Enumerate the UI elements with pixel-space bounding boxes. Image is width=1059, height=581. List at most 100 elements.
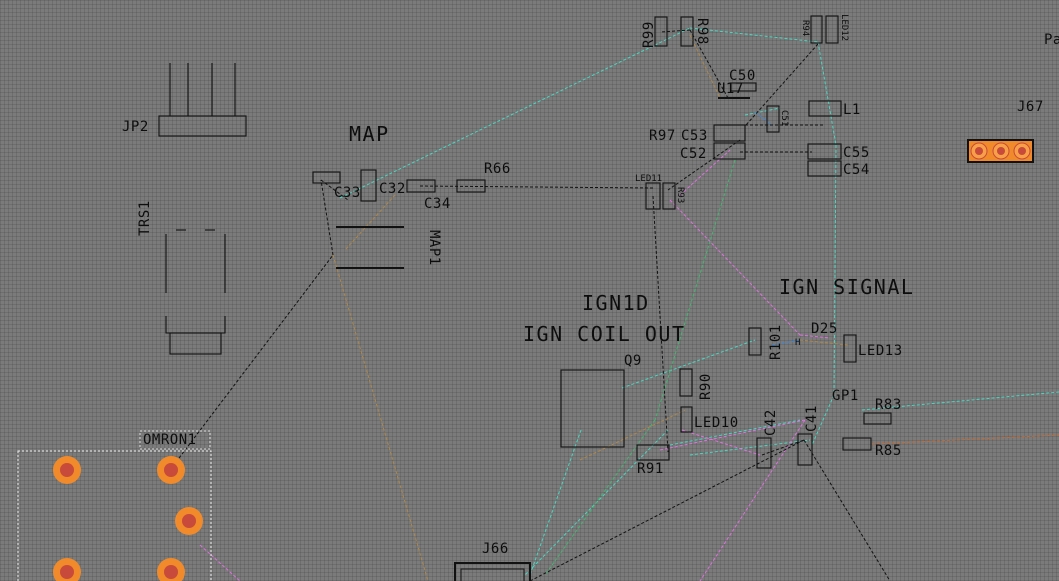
c52-label: C52 (680, 146, 707, 162)
r98-pad[interactable] (680, 16, 694, 47)
omron1-outline[interactable] (17, 450, 212, 581)
r101-label: R101 (768, 324, 784, 360)
r91-pad[interactable] (636, 444, 670, 461)
ratsnest-line (745, 43, 819, 126)
c50-pad[interactable] (730, 82, 757, 92)
ratsnest-line (660, 29, 691, 33)
led12-label: LED12 (839, 14, 849, 41)
j66-label: J66 (482, 541, 509, 557)
r85-label: R85 (875, 443, 902, 459)
led12-pad[interactable] (825, 15, 839, 44)
led11-pad[interactable] (645, 182, 661, 210)
c54-pad[interactable] (807, 160, 842, 177)
r97-label: R97 (649, 128, 676, 144)
c41-label: C41 (804, 405, 820, 432)
ratsnest-line (817, 41, 837, 146)
c32-label: C32 (379, 181, 406, 197)
d25-marker: H (795, 338, 800, 348)
omron1-pads[interactable] (53, 456, 203, 581)
ratsnest-line (669, 419, 801, 446)
r94-label: R94 (800, 20, 810, 36)
ratsnest-line (689, 29, 729, 99)
c54-label: C54 (843, 162, 870, 178)
omron1-label: OMRON1 (143, 432, 197, 448)
r90-pad[interactable] (679, 368, 693, 397)
u17-label: U17 (717, 81, 744, 97)
c55-pad[interactable] (807, 143, 842, 160)
ratsnest-line (175, 254, 334, 463)
c34-pad[interactable] (406, 179, 436, 193)
j67-label: J67 (1017, 99, 1044, 115)
ign-coil-out-title: IGN COIL OUT (523, 322, 686, 346)
ratsnest-line (871, 434, 1059, 445)
r99-pad[interactable] (654, 16, 668, 47)
c41-pad[interactable] (797, 433, 813, 466)
ratsnest-line (744, 107, 781, 116)
c33-pad[interactable] (312, 171, 341, 184)
led10-pad[interactable] (680, 406, 693, 433)
led13-pad[interactable] (843, 334, 857, 363)
ratsnest-line (419, 185, 654, 189)
r83-pad[interactable] (863, 412, 892, 425)
c50-label: C50 (729, 68, 756, 84)
ratsnest-line (199, 544, 241, 581)
r101-pad[interactable] (748, 327, 762, 356)
ratsnest-line (652, 195, 669, 453)
led10-label: LED10 (694, 415, 739, 431)
ratsnest-line (320, 179, 334, 256)
ratsnest-line (339, 27, 691, 199)
c51-pad[interactable] (766, 105, 780, 133)
r99-label: R99 (641, 21, 657, 48)
l1-pad[interactable] (808, 100, 842, 117)
c52-pad[interactable] (713, 142, 746, 160)
c34-label: C34 (424, 196, 451, 212)
c42-pad[interactable] (756, 437, 772, 469)
ratsnest-line (799, 339, 849, 346)
c53-pad[interactable] (713, 124, 746, 142)
ratsnest-line (332, 254, 429, 581)
d25-label: D25 (811, 321, 838, 337)
c55-label: C55 (843, 145, 870, 161)
jp2-footprint[interactable] (158, 63, 247, 137)
c42-label: C42 (763, 409, 779, 436)
r93-pad[interactable] (662, 182, 676, 210)
jp2-label: JP2 (122, 119, 149, 135)
q9-pad[interactable] (560, 369, 625, 448)
r94-pad[interactable] (810, 15, 823, 44)
ign1d-title: IGN1D (582, 291, 650, 315)
ratsnest-line (679, 149, 731, 196)
r98-label: R98 (694, 18, 710, 45)
ign-signal-title: IGN SIGNAL (779, 275, 914, 299)
ratsnest-line (689, 27, 819, 43)
l1-label: L1 (843, 102, 861, 118)
ratsnest-line (681, 429, 761, 456)
trs1-label: TRS1 (137, 200, 153, 236)
ratsnest-line (861, 391, 1059, 411)
ratsnest-line (699, 419, 806, 581)
ratsnest-line (811, 394, 835, 446)
r83-label: R83 (875, 397, 902, 413)
ratsnest-line (689, 34, 721, 99)
r85-pad[interactable] (842, 437, 872, 451)
q9-label: Q9 (624, 353, 642, 369)
r66-pad[interactable] (456, 179, 486, 193)
map1-footprint[interactable] (336, 226, 404, 269)
r66-label: R66 (484, 161, 511, 177)
ratsnest-line (669, 199, 801, 336)
led13-label: LED13 (858, 343, 903, 359)
ratsnest-line (621, 339, 756, 389)
trs1-footprint[interactable] (165, 229, 226, 355)
led11-label: LED11 (635, 174, 662, 184)
ratsnest-line (529, 429, 582, 576)
c32-pad[interactable] (360, 169, 377, 202)
j66-outline[interactable] (454, 562, 531, 581)
ratsnest-line (833, 144, 837, 396)
ratsnest-line (529, 439, 805, 581)
j67-footprint[interactable] (967, 139, 1034, 163)
ratsnest-line (803, 439, 891, 581)
ratsnest-line (579, 409, 686, 461)
map1-label: MAP1 (426, 230, 442, 266)
c51-label: C51 (779, 110, 789, 126)
